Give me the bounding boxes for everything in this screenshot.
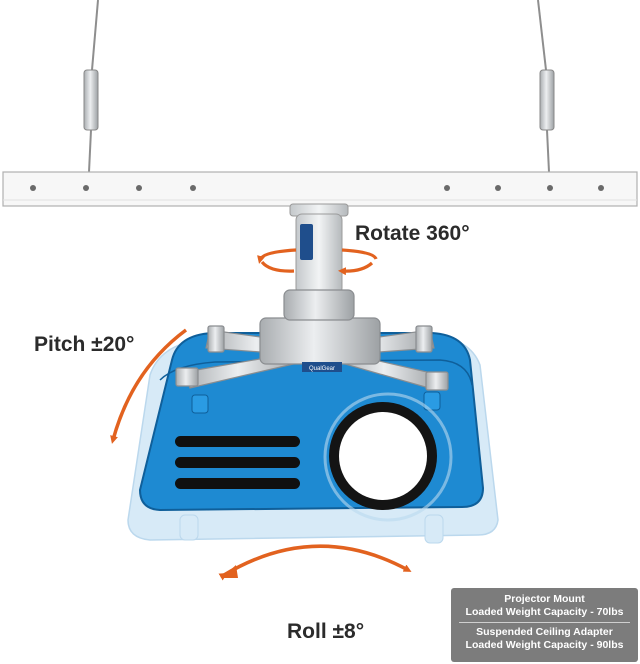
mount-bracket (175, 317, 449, 391)
roll-arrow-left-head (221, 565, 238, 578)
ceiling-adapter-capacity: Loaded Weight Capacity - 90lbs (465, 639, 624, 651)
rotate-label: Rotate 360° (355, 222, 470, 245)
brand-plate (302, 362, 342, 372)
suspension-wire-left (83, 0, 99, 186)
projector-mount-capacity: Loaded Weight Capacity - 70lbs (465, 606, 624, 618)
ceiling-rail (2, 171, 638, 207)
rotate-arrow-icon (257, 248, 378, 276)
ceiling-adapter-title: Suspended Ceiling Adapter (476, 626, 613, 638)
mount-pole (283, 203, 355, 321)
pitch-arrow-icon (110, 328, 188, 444)
pitch-label: Pitch ±20° (34, 333, 135, 356)
brand-plate-text: QualGear (309, 366, 335, 372)
roll-arrow-icon (218, 544, 412, 581)
roll-label: Roll ±8° (287, 620, 365, 643)
projector-vents (175, 436, 300, 489)
projector-mount-title: Projector Mount (504, 593, 585, 605)
suspension-wire-right (537, 0, 555, 186)
spec-divider (459, 622, 630, 623)
weight-capacity-box: Projector Mount Loaded Weight Capacity -… (451, 588, 638, 662)
projector-lens (323, 392, 453, 522)
